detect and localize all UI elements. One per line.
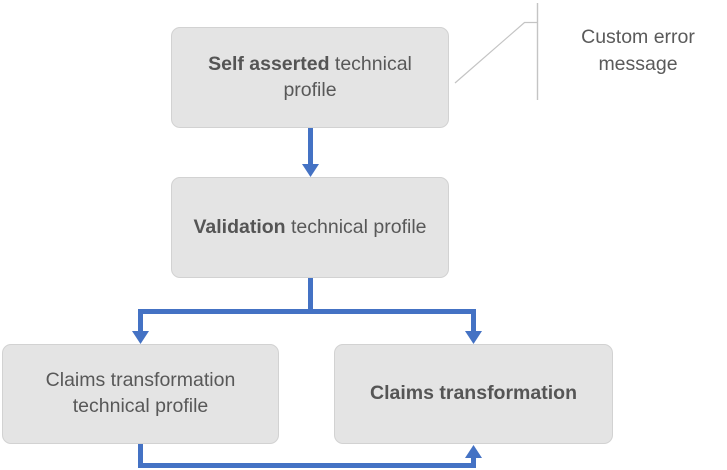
node-label: Validation technical profile <box>186 215 434 241</box>
node-label-regular: technical profile <box>285 215 427 238</box>
node-label-bold: Self asserted <box>208 52 330 75</box>
callout-line-2: message <box>598 52 678 75</box>
node-label: Claims transformation technical profile <box>17 368 264 419</box>
node-label-bold: Validation <box>193 215 286 238</box>
node-label-regular: technical profile <box>283 52 412 101</box>
edge-bottom-loop <box>138 444 482 468</box>
node-label-bold: Claims transformation <box>370 382 577 405</box>
node-self-asserted-technical-profile[interactable]: Self asserted technical profile <box>171 27 449 128</box>
node-claims-transformation[interactable]: Claims transformation <box>334 344 613 444</box>
callout-line-1: Custom error <box>581 26 695 48</box>
edge-validation-branch <box>132 278 482 344</box>
node-label-regular: Claims transformation technical profile <box>45 369 236 417</box>
node-label: Self asserted technical profile <box>186 52 434 103</box>
node-label: Claims transformation <box>349 381 598 407</box>
node-claims-transformation-technical-profile[interactable]: Claims transformation technical profile <box>2 344 279 444</box>
callout-leader-line <box>454 3 539 100</box>
callout-custom-error-message: Custom error message <box>552 24 724 77</box>
node-validation-technical-profile[interactable]: Validation technical profile <box>171 177 449 278</box>
edge-self-asserted-to-validation <box>302 128 319 177</box>
